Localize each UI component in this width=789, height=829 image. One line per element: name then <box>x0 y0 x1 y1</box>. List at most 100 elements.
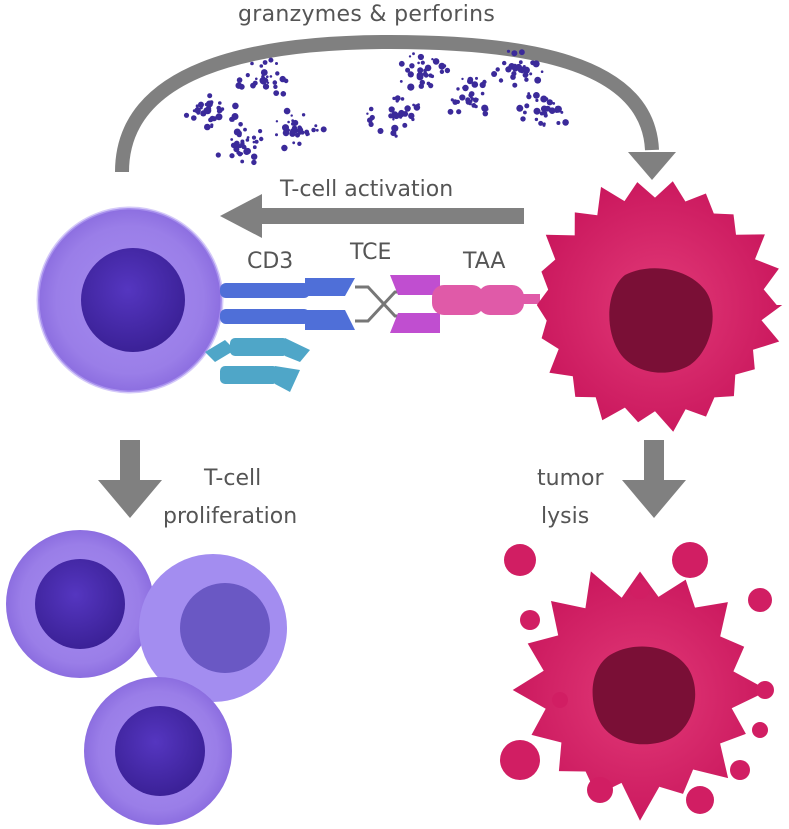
granule-dot <box>540 70 544 73</box>
granule-dot <box>301 113 306 117</box>
granule-dot <box>452 99 459 105</box>
proliferation-arrow <box>98 440 162 518</box>
granule-dot <box>408 55 412 58</box>
tce-label: TCE <box>350 240 392 265</box>
granule-dot <box>268 57 274 63</box>
t-cell-daughter-nucleus <box>180 583 270 673</box>
granule-dot <box>420 60 425 65</box>
proliferation-label-line2: proliferation <box>163 504 298 529</box>
granule-dot <box>390 130 397 137</box>
granule-dot <box>203 107 210 114</box>
granule-dot <box>252 145 257 150</box>
granule-dot <box>275 62 278 65</box>
granule-dot <box>512 63 518 69</box>
granule-dot <box>423 72 429 78</box>
granule-dot <box>297 141 302 146</box>
lysed-tumor-cell <box>500 542 774 821</box>
granule-dot <box>252 140 256 144</box>
granule-dot <box>366 112 369 115</box>
granule-dot <box>392 118 395 121</box>
taa-antigen <box>432 285 540 315</box>
granule-dot <box>459 94 466 101</box>
granule-dot <box>240 159 245 164</box>
granule-dot <box>524 103 530 109</box>
granzyme-arc-arrow <box>115 34 676 180</box>
tumor-debris <box>672 542 708 578</box>
granule-dot <box>305 133 309 137</box>
granule-dot <box>266 75 269 78</box>
granule-dot <box>281 144 288 152</box>
granule-dot <box>562 119 569 126</box>
granule-dot <box>554 108 560 113</box>
granule-dot <box>245 73 250 78</box>
granule-dot <box>259 77 267 85</box>
granule-dot <box>442 64 447 68</box>
granule-dot <box>233 140 240 147</box>
granule-dot <box>456 87 460 91</box>
t-cell <box>36 206 224 394</box>
granule-dot <box>548 107 556 114</box>
t-cell-daughter-nucleus <box>115 706 205 796</box>
tumor-lysis-label: tumor lysis <box>537 460 604 536</box>
granule-dot <box>542 111 548 116</box>
granule-dot <box>388 106 395 113</box>
granule-dot <box>261 74 265 79</box>
granule-dot <box>209 115 216 122</box>
granule-dot <box>424 64 432 72</box>
lysis-label-line2: lysis <box>541 504 590 529</box>
tumor-debris <box>752 722 768 738</box>
tumor-debris <box>520 610 540 630</box>
granule-dot <box>402 122 408 128</box>
granule-dot <box>412 52 415 56</box>
tumor-debris <box>686 786 714 814</box>
granule-dot <box>269 75 273 78</box>
granule-dot <box>262 60 268 65</box>
granule-dot <box>394 134 398 138</box>
granzyme-granules <box>183 49 569 166</box>
granule-dot <box>254 139 259 144</box>
granule-dot <box>540 105 548 113</box>
granule-dot <box>534 76 542 84</box>
granule-dot <box>233 146 240 153</box>
granule-dot <box>419 79 425 86</box>
granule-dot <box>391 124 399 132</box>
tce-molecule <box>355 275 440 333</box>
granule-dot <box>251 135 257 140</box>
granule-dot <box>506 49 511 53</box>
granule-dot <box>471 81 479 88</box>
granule-dot <box>468 91 475 97</box>
granule-dot <box>523 67 527 71</box>
granule-dot <box>281 77 285 81</box>
granule-dot <box>320 126 327 133</box>
granule-dot <box>498 78 504 83</box>
granule-dot <box>297 127 303 133</box>
granule-dot <box>556 121 561 125</box>
tumor-debris <box>631 581 649 599</box>
granule-dot <box>218 101 222 105</box>
granule-dot <box>520 116 526 122</box>
granule-dot <box>243 127 247 132</box>
granule-dot <box>495 67 500 72</box>
granule-dot <box>198 101 204 108</box>
granule-dot <box>461 77 464 81</box>
granule-dot <box>447 108 454 115</box>
granule-dot <box>535 98 539 102</box>
granule-dot <box>404 105 411 112</box>
granule-dot <box>254 77 258 81</box>
proliferation-label-line1: T-cell <box>204 466 262 491</box>
granule-dot <box>462 84 469 92</box>
granule-dot <box>273 90 280 96</box>
granule-dot <box>368 121 374 127</box>
granule-dot <box>523 110 527 115</box>
granule-dot <box>315 128 319 132</box>
granule-dot <box>232 102 239 110</box>
lysis-arrow <box>622 440 686 518</box>
proliferated-t-cells <box>6 530 287 825</box>
granule-dot <box>250 61 254 66</box>
granule-dot <box>215 113 223 121</box>
granule-dot <box>517 66 525 73</box>
tumor-debris <box>756 681 774 699</box>
tumor-debris <box>552 692 568 708</box>
granule-dot <box>275 71 280 76</box>
